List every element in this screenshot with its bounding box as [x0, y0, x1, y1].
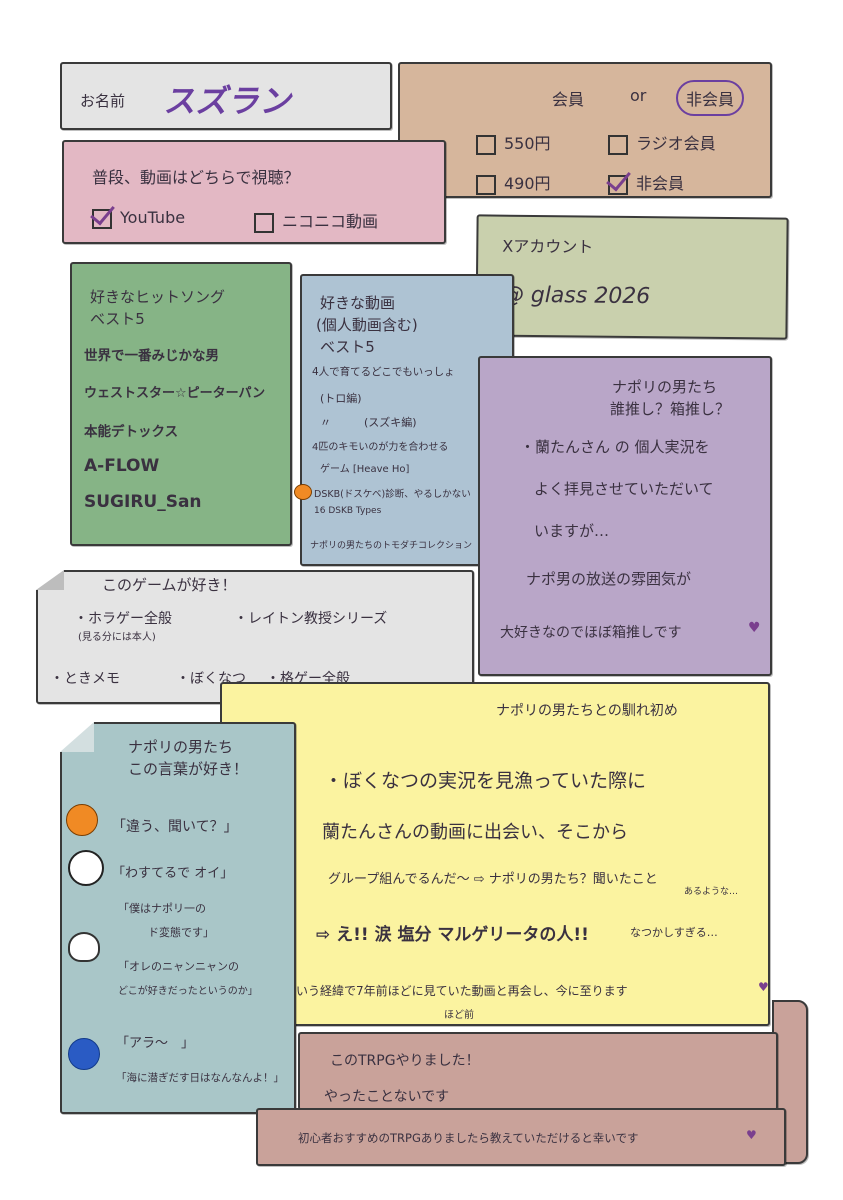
first-encounter-line: という経緯で7年前ほどに見ていた動画と再会し、今に至ります: [284, 984, 628, 998]
trpg-title: このTRPGやりました！: [330, 1053, 480, 1069]
checkbox-checked-icon[interactable]: [92, 208, 112, 229]
blue-blob-icon: [68, 1038, 100, 1070]
oshi-line: いますが…: [534, 522, 610, 540]
game-item: ・レイトン教授シリーズ: [234, 611, 388, 627]
first-encounter-line: あるような…: [684, 887, 739, 897]
game-note: (見る分には本人): [78, 632, 156, 643]
songs-title: 好きなヒットソング: [90, 288, 226, 306]
oshi-line: よく拝見させていただいて: [534, 480, 714, 498]
song-item: ウェストスター☆ピーターパン: [84, 386, 266, 401]
quote: 「僕はナポリ一の: [118, 902, 206, 915]
trpg-card: このTRPGやりました！ やったことないです: [298, 1032, 778, 1110]
video-item: (トロ編): [320, 392, 362, 405]
oshi-line: ・蘭たんさん の 個人実況を: [520, 438, 710, 456]
words-subtitle: この言葉が好き！: [128, 760, 249, 778]
page-curl: [36, 570, 64, 590]
songs-subtitle: ベスト5: [90, 310, 145, 328]
bird-icon: [68, 932, 100, 962]
quote: 「アラ～ 」: [116, 1036, 195, 1051]
pumpkin-icon: [294, 484, 312, 500]
first-encounter-line: ・ぼくなつの実況を見漁っていた際に: [324, 770, 647, 792]
videos-subtitle-best: ベスト5: [320, 338, 375, 356]
checkbox-checked-icon[interactable]: [608, 174, 628, 195]
words-title: ナポリの男たち: [128, 738, 234, 756]
trpg-note-strip: 初心者おすすめのTRPGありましたら教えていただけると幸いです ♥: [256, 1108, 786, 1166]
game-item: ・ホラゲー全般: [74, 611, 172, 627]
song-item: 本能デトックス: [84, 424, 179, 440]
songs-card: 好きなヒットソング ベスト5 世界で一番みじかな男 ウェストスター☆ピーターパン…: [70, 262, 292, 546]
video-item: ゲーム [Heave Ho]: [320, 464, 410, 475]
name-value: スズラン: [161, 82, 298, 120]
quote: 「わすてるで オイ」: [112, 866, 234, 881]
oshi-card: ナポリの男たち 誰推し？箱推し？ ・蘭たんさん の 個人実況を よく拝見させてい…: [478, 356, 772, 676]
words-card: ナポリの男たち この言葉が好き！ 「違う、聞いて？」 「わすてるで オイ」 「僕…: [60, 722, 296, 1114]
x-account-card: Xアカウント @ glass 2026: [475, 214, 789, 340]
song-item: 世界で一番みじかな男: [84, 348, 219, 364]
viewing-option-niconico[interactable]: ニコニコ動画: [254, 208, 378, 233]
videos-subtitle: (個人動画含む): [316, 316, 418, 334]
video-item: 16 DSKB Types: [314, 506, 382, 516]
song-item: A-FLOW: [84, 456, 160, 476]
viewing-question: 普段、動画はどちらで視聴？: [92, 168, 300, 187]
video-item: DSKB(ドスケベ)診断、やるしかない: [314, 489, 471, 500]
video-item: ナポリの男たちのトモダチコレクション: [310, 541, 473, 551]
panda-icon: [68, 850, 104, 886]
song-item: SUGIRU_San: [84, 492, 202, 512]
trpg-note: 初心者おすすめのTRPGありましたら教えていただけると幸いです: [298, 1131, 639, 1145]
pumpkin-icon: [66, 804, 98, 836]
first-encounter-note: ほど前: [444, 1010, 474, 1021]
videos-title: 好きな動画: [320, 294, 396, 312]
checkbox-icon[interactable]: [254, 212, 274, 233]
oshi-line: ナポ男の放送の雰囲気が: [526, 570, 692, 588]
heart-icon: ♥: [748, 620, 761, 636]
oshi-subtitle: 誰推し？箱推し？: [610, 400, 731, 418]
games-title: このゲームが好き！: [102, 576, 237, 594]
quote: 「オレのニャンニャンの: [118, 960, 239, 973]
membership-option-490[interactable]: 490円: [476, 170, 551, 195]
first-encounter-line: なつかしすぎる…: [630, 926, 718, 939]
x-account-handle[interactable]: @ glass 2026: [501, 282, 651, 310]
quote: 「違う、聞いて？」: [112, 819, 238, 835]
first-encounter-line: 蘭たんさんの動画に出会い、そこから: [322, 822, 628, 843]
membership-option-radio[interactable]: ラジオ会員: [608, 130, 716, 155]
video-item: 4人で育てるどこでもいっしょ: [312, 366, 455, 378]
checkbox-icon[interactable]: [608, 134, 628, 155]
quote: ド変態です」: [148, 926, 214, 939]
video-item: 4匹のキモいのが力を合わせる: [312, 442, 449, 453]
heart-icon: ♥: [758, 980, 769, 994]
membership-option-nonmember[interactable]: 非会員: [608, 170, 684, 195]
quote: どこが好きだったというのか」: [118, 986, 258, 997]
first-encounter-line: グループ組んでるんだ～ ⇨ ナポリの男たち？聞いたこと: [328, 872, 658, 887]
viewing-card: 普段、動画はどちらで視聴？ YouTube ニコニコ動画: [62, 140, 446, 244]
game-item: ・ときメモ: [50, 671, 120, 687]
membership-option-550[interactable]: 550円: [476, 130, 551, 155]
quote: 「海に潜ぎだす日はなんなんよ！」: [116, 1072, 284, 1084]
membership-header-or: or: [630, 86, 647, 105]
video-item: 〃 (スズキ編): [320, 416, 417, 429]
membership-header-member: 会員: [552, 90, 585, 109]
first-encounter-line: ⇨ え!! 涙 塩分 マルゲリータの人!!: [316, 925, 589, 945]
checkbox-icon[interactable]: [476, 174, 496, 195]
page-curl: [60, 722, 94, 752]
membership-header-nonmember: 非会員: [676, 80, 745, 116]
membership-card: 会員 or 非会員 550円 ラジオ会員 490円 非会員: [398, 62, 772, 198]
name-label: お名前: [80, 92, 126, 110]
viewing-option-youtube[interactable]: YouTube: [92, 208, 185, 229]
heart-icon: ♥: [746, 1128, 757, 1142]
x-account-label: Xアカウント: [502, 236, 594, 257]
first-encounter-title: ナポリの男たちとの馴れ初め: [496, 703, 678, 719]
name-card: お名前 スズラン: [60, 62, 392, 130]
oshi-title: ナポリの男たち: [612, 378, 718, 396]
first-encounter-card: ナポリの男たちとの馴れ初め ・ぼくなつの実況を見漁っていた際に 蘭たんさんの動画…: [220, 682, 770, 1026]
checkbox-icon[interactable]: [476, 134, 496, 155]
trpg-answer: やったことないです: [324, 1089, 450, 1105]
oshi-line: 大好きなのでほぼ箱推しです: [500, 625, 682, 641]
